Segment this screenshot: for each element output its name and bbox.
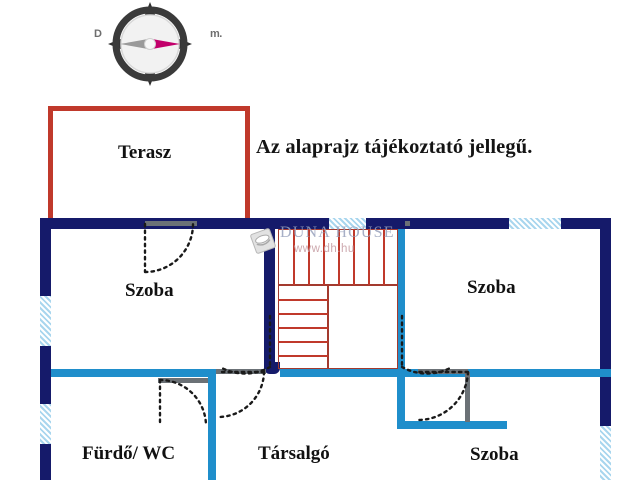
stair-shaft-wall-left-cap	[264, 362, 280, 374]
stair-tread	[338, 229, 340, 285]
stair-tread	[278, 355, 328, 357]
stair-tread	[278, 299, 328, 301]
stair-tread	[293, 229, 295, 285]
partition-wall-szoba3-door	[465, 372, 470, 422]
interior-wall-horizontal-left	[51, 369, 216, 377]
compass-rose	[108, 2, 192, 86]
compass-east-label: m.	[210, 28, 222, 40]
interior-wall-furdo-tarsalgo	[208, 369, 216, 480]
exterior-wall-left-upper	[40, 218, 51, 296]
stair-tread	[308, 229, 310, 285]
window-right-lower	[600, 426, 611, 480]
exterior-wall-top-right	[561, 218, 611, 229]
stair-tread	[353, 229, 355, 285]
staircase-landing	[328, 285, 398, 369]
room-label-tarsalgo: Társalgó	[258, 443, 330, 464]
interior-wall-horizontal-right	[405, 369, 611, 377]
stair-tread	[383, 229, 385, 285]
stair-shaft-wall-left	[264, 229, 275, 368]
room-label-szoba-3: Szoba	[470, 444, 519, 465]
interior-wall-stair-bottom	[280, 369, 405, 377]
stair-tread	[368, 229, 370, 285]
interior-wall-stair-right	[397, 229, 405, 377]
compass-west-label: D	[94, 28, 102, 40]
interior-wall-szoba3-top	[397, 421, 507, 429]
stair-tread	[278, 313, 328, 315]
door-arc-szoba1-bottom	[218, 314, 274, 375]
room-label-szoba-2: Szoba	[467, 277, 516, 298]
room-label-terasz: Terasz	[118, 142, 172, 163]
window-left-upper	[40, 296, 51, 346]
door-arc-szoba2	[399, 314, 455, 375]
stair-tread	[278, 327, 328, 329]
window-top-right	[509, 218, 561, 229]
room-label-szoba-1: Szoba	[125, 280, 174, 301]
partition-wall-furdo-door	[158, 378, 208, 383]
door-arc-tarsalgo	[214, 369, 268, 419]
door-arc-furdo-wc	[156, 378, 210, 428]
window-top-center	[329, 218, 366, 229]
exterior-wall-right	[600, 218, 611, 426]
door-arc-szoba3	[416, 370, 472, 422]
partition-wall-szoba1-top	[145, 221, 197, 226]
stair-tread	[278, 341, 328, 343]
exterior-wall-left-middle	[40, 346, 51, 404]
exterior-wall-notch-right	[600, 218, 611, 230]
plan-title: Az alaprajz tájékoztató jellegű.	[256, 136, 533, 158]
window-left-lower	[40, 404, 51, 444]
door-arc-szoba1-top	[143, 222, 199, 274]
stair-tread	[323, 229, 325, 285]
exterior-wall-left-lower	[40, 444, 51, 480]
interior-wall-szoba3-left	[397, 377, 405, 429]
exterior-wall-top-mid	[366, 218, 509, 229]
compass-icon	[108, 2, 192, 86]
terrace-outline	[48, 106, 250, 222]
room-label-furdo-wc: Fürdő/ WC	[82, 443, 176, 464]
partition-wall-szoba2-top	[405, 221, 410, 226]
